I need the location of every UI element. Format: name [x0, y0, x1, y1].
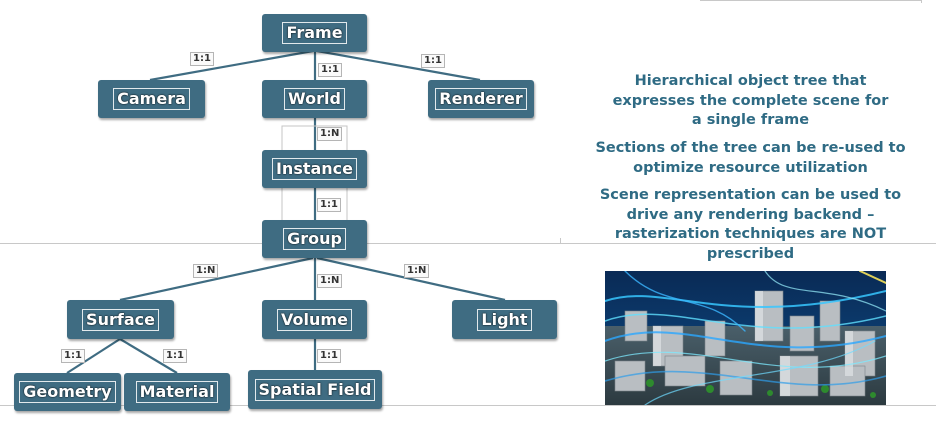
node-instance: Instance [262, 150, 367, 188]
node-world-label: World [284, 88, 345, 110]
edge-frame-camera [149, 49, 314, 82]
node-volume-label: Volume [277, 308, 352, 331]
cardinality-frame-renderer: 1:1 [421, 54, 445, 68]
cardinality-instance-group: 1:1 [317, 198, 341, 212]
guide-line-top-right [700, 0, 922, 1]
node-instance-label: Instance [271, 158, 358, 180]
node-material: Material [124, 373, 230, 411]
node-spatial-field-label: Spatial Field [254, 378, 376, 401]
cardinality-frame-world: 1:1 [318, 63, 342, 77]
cardinality-world-instance: 1:N [317, 127, 343, 141]
node-spatial-field: Spatial Field [248, 370, 382, 409]
node-volume: Volume [262, 300, 367, 339]
node-renderer-label: Renderer [435, 88, 527, 110]
description-hierarchy: Hierarchical object tree that expresses … [612, 73, 889, 128]
node-frame: Frame [262, 14, 367, 52]
scene-render-image [605, 271, 886, 405]
guide-line-middle [0, 243, 936, 244]
guide-line-divider [560, 238, 561, 244]
guide-line-bottom [0, 405, 936, 406]
node-frame-label: Frame [282, 22, 347, 44]
node-light-label: Light [477, 308, 532, 331]
node-camera-label: Camera [113, 88, 190, 110]
node-material-label: Material [135, 381, 219, 403]
node-surface-label: Surface [82, 308, 159, 331]
cardinality-volume-spatial-field: 1:1 [317, 349, 341, 363]
description-backend: Scene representation can be used to driv… [599, 187, 902, 262]
description-reuse: Sections of the tree can be re-used to o… [595, 140, 906, 176]
node-geometry: Geometry [14, 373, 121, 411]
cardinality-frame-camera: 1:1 [190, 52, 214, 66]
edge-surface-material [119, 338, 178, 374]
node-world: World [262, 80, 367, 118]
node-light: Light [452, 300, 557, 339]
node-camera: Camera [98, 80, 205, 118]
node-group: Group [262, 220, 367, 258]
edge-surface-geometry [66, 338, 121, 374]
cardinality-surface-geometry: 1:1 [61, 349, 85, 363]
cardinality-group-surface: 1:N [193, 264, 219, 278]
cardinality-surface-material: 1:1 [163, 349, 187, 363]
node-geometry-label: Geometry [19, 381, 116, 403]
edge-frame-renderer [316, 49, 481, 82]
cardinality-group-volume: 1:N [317, 274, 343, 288]
node-surface: Surface [67, 300, 174, 339]
cardinality-group-light: 1:N [404, 264, 430, 278]
node-renderer: Renderer [428, 80, 534, 118]
guide-line-top-right-end [921, 0, 922, 3]
edge-group-light [316, 256, 506, 302]
edge-group-surface [119, 256, 314, 302]
node-group-label: Group [283, 228, 346, 250]
